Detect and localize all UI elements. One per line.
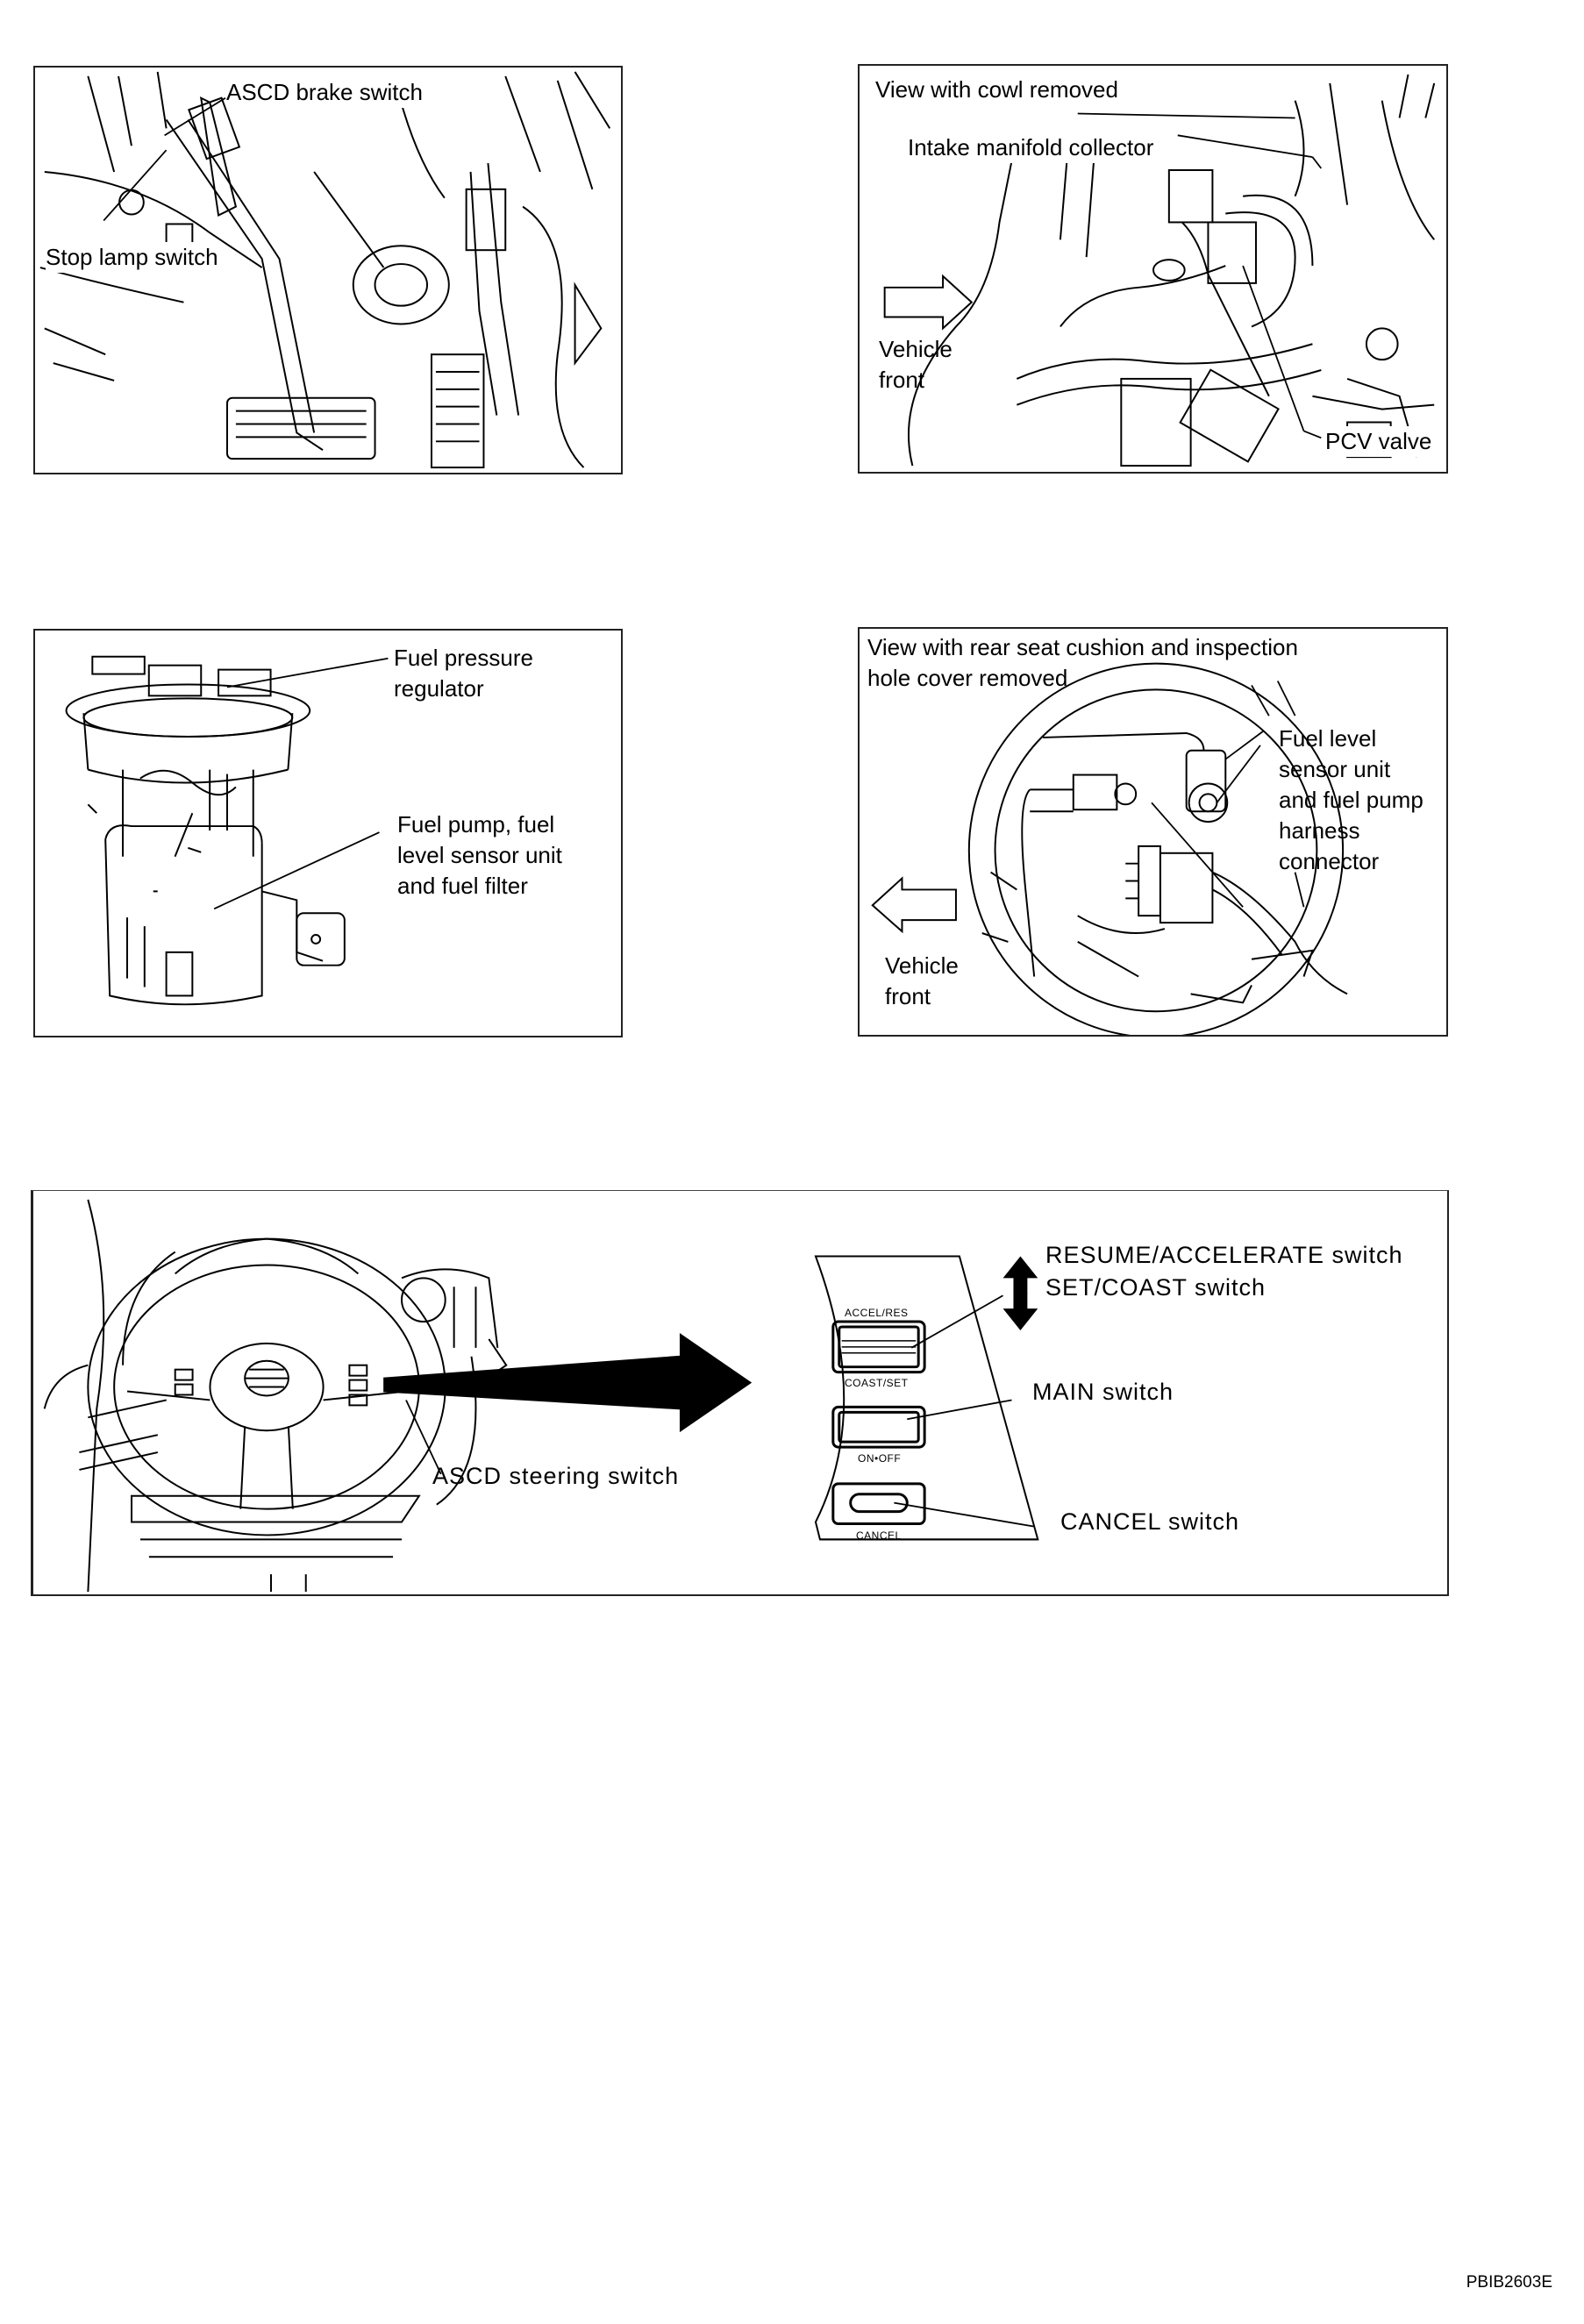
vehicle-front-arrow-left bbox=[871, 876, 957, 934]
up-arrow bbox=[1002, 1256, 1038, 1294]
label-set-coast-switch: SET/COAST switch bbox=[1045, 1274, 1266, 1301]
label-view-cowl-removed: View with cowl removed bbox=[875, 75, 1118, 105]
label-view-rear-seat-removed: View with rear seat cushion and inspecti… bbox=[867, 634, 1298, 691]
label-vehicle-front-rear: Vehicle front bbox=[885, 952, 959, 1009]
button-text-on-off: ON•OFF bbox=[858, 1452, 902, 1465]
label-resume-accelerate-switch: RESUME/ACCELERATE switch bbox=[1045, 1242, 1403, 1268]
label-intake-manifold-collector: Intake manifold collector bbox=[908, 132, 1154, 163]
panel-pedal-assembly: ASCD brake switch Stop lamp switch bbox=[33, 66, 623, 474]
label-vehicle-front-cowl: Vehicle front bbox=[879, 336, 953, 393]
label-fuel-level-sensor-connector: Fuel level sensor unit and fuel pump har… bbox=[1279, 725, 1423, 874]
label-fuel-pressure-regulator: Fuel pressure regulator bbox=[394, 645, 533, 702]
fuel-pump-illustration bbox=[65, 655, 389, 1006]
label-fuel-pump-sensor-filter: Fuel pump, fuel level sensor unit and fu… bbox=[397, 811, 562, 899]
button-text-coast-set: COAST/SET bbox=[845, 1377, 909, 1389]
panel-ascd-steering-switch: RESUME/ACCELERATE switch SET/COAST switc… bbox=[31, 1190, 1449, 1596]
pedal-illustration bbox=[39, 71, 611, 469]
label-cancel-switch: CANCEL switch bbox=[1060, 1508, 1240, 1535]
button-text-cancel: CANCEL bbox=[856, 1529, 902, 1542]
steering-illustration bbox=[43, 1199, 1039, 1593]
label-ascd-steering-switch: ASCD steering switch bbox=[432, 1463, 680, 1489]
cowl-illustration bbox=[883, 74, 1436, 467]
panel-cowl-removed: View with cowl removed Intake manifold c… bbox=[858, 64, 1448, 474]
rear-seat-illustration bbox=[871, 662, 1348, 1035]
panel-rear-seat: View with rear seat cushion and inspecti… bbox=[858, 627, 1448, 1037]
label-stop-lamp-switch: Stop lamp switch bbox=[46, 242, 218, 273]
button-text-accel-res: ACCEL/RES bbox=[845, 1307, 909, 1319]
panel-fuel-pump: Fuel pressure regulator Fuel pump, fuel … bbox=[33, 629, 623, 1037]
label-pcv-valve: PCV valve bbox=[1325, 426, 1432, 457]
down-arrow bbox=[1002, 1293, 1038, 1330]
label-main-switch: MAIN switch bbox=[1032, 1379, 1174, 1405]
figure-code: PBIB2603E bbox=[1466, 2273, 1552, 2292]
label-ascd-brake-switch: ASCD brake switch bbox=[226, 77, 423, 108]
direction-arrow bbox=[383, 1333, 753, 1433]
vehicle-front-arrow-right bbox=[883, 274, 974, 331]
